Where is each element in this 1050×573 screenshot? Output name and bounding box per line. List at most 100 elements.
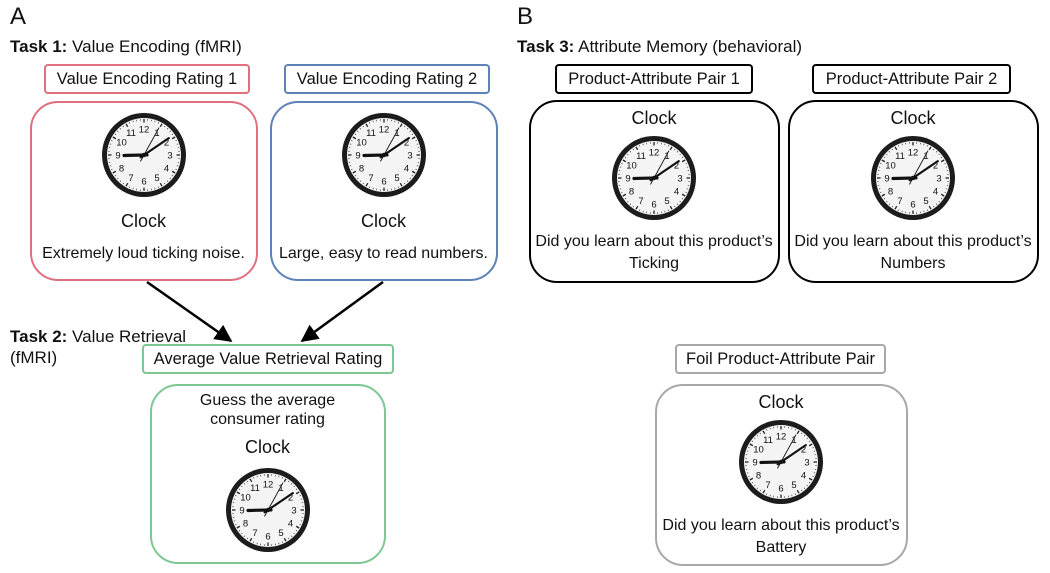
clock-numeral: 1 <box>923 151 928 162</box>
clock-tick <box>159 182 163 187</box>
clock-tick <box>669 205 673 210</box>
memory-question: Did you learn about this product’s <box>662 517 900 534</box>
clock-tick <box>933 205 935 208</box>
clock-numeral: 7 <box>252 528 257 539</box>
clock-numeral: 9 <box>115 150 120 161</box>
clock-numeral: 10 <box>626 160 637 171</box>
clock-tick <box>881 159 886 163</box>
clock-tick <box>794 428 796 431</box>
clock-tick <box>938 200 940 203</box>
clock-numeral: 1 <box>278 483 283 494</box>
clock-tick <box>879 163 882 165</box>
task2-heading: Task 2: Value Retrieval <box>10 327 186 347</box>
clock-tick <box>243 535 246 537</box>
clock-tick <box>369 186 371 189</box>
clock-tick <box>754 437 756 440</box>
clock-numeral: 5 <box>394 173 399 184</box>
clock-tick <box>293 532 295 535</box>
clock-tick <box>940 198 943 200</box>
clock-tick <box>935 151 938 153</box>
clock-numeral: 4 <box>404 163 409 174</box>
clock-numeral: 4 <box>164 163 169 174</box>
clock-tick <box>295 488 298 490</box>
clock-numeral: 4 <box>933 186 938 197</box>
clock-tick <box>766 493 768 496</box>
clock-tick <box>801 489 803 492</box>
clock-tick <box>803 435 806 437</box>
clock-tick <box>808 482 811 484</box>
clock-center <box>381 152 387 158</box>
clock-tick <box>281 476 283 479</box>
clock-tick <box>667 144 669 147</box>
task2-label: Task 2: <box>10 327 68 346</box>
clock-tick <box>749 443 754 447</box>
clock-numeral: 2 <box>164 137 169 148</box>
clock-numeral: 3 <box>936 173 941 184</box>
clock-tick <box>928 205 932 210</box>
product-name: Clock <box>244 437 290 457</box>
clock-tick <box>365 182 369 187</box>
clock-tick <box>681 198 684 200</box>
clock-tick <box>794 493 796 496</box>
clock-tick <box>354 175 357 177</box>
task3-heading: Task 3: Attribute Memory (behavioral) <box>517 37 802 57</box>
attribute-name: Numbers <box>880 255 946 272</box>
clock-numeral: 9 <box>752 457 757 468</box>
clock-tick <box>635 205 639 210</box>
clock-tick <box>350 168 353 170</box>
clock-tick <box>679 200 681 203</box>
value-encoding-rating-2-label: Value Encoding Rating 2 <box>284 64 490 94</box>
clock-tick <box>354 133 357 135</box>
clock-tick <box>894 146 898 151</box>
clock-tick <box>129 121 131 124</box>
clock-tick <box>164 182 166 185</box>
clock-numeral: 7 <box>638 196 643 207</box>
retrieval-prompt-line1: Guess the average <box>199 392 336 409</box>
clock-tick <box>762 489 766 494</box>
attribute-name: Battery <box>755 539 807 556</box>
clock-tick <box>808 443 813 447</box>
clock-tick <box>290 483 293 485</box>
clock-numeral: 7 <box>765 480 770 491</box>
clock-numeral: 8 <box>359 163 364 174</box>
clock-numeral: 9 <box>239 505 244 516</box>
clock-tick <box>944 163 947 165</box>
clock-tick <box>299 523 302 525</box>
clock-tick <box>940 156 943 158</box>
clock-numeral: 8 <box>756 470 761 481</box>
clock-numeral: 12 <box>263 479 274 490</box>
clock-tick <box>926 209 928 212</box>
clock-tick <box>112 170 117 174</box>
clock-numeral: 10 <box>753 444 764 455</box>
clock-tick <box>933 148 935 151</box>
clock-tick <box>766 428 768 431</box>
clock-tick <box>759 432 761 435</box>
clock-numeral: 5 <box>278 528 283 539</box>
clock-tick <box>627 153 629 156</box>
clock-tick <box>406 128 409 130</box>
clock-tick <box>299 495 302 497</box>
clock-tick <box>620 191 623 193</box>
clock-tick <box>411 133 414 135</box>
clock-tick <box>685 163 688 165</box>
clock-tick <box>879 191 882 193</box>
clock-tick <box>681 159 686 163</box>
clock-numeral: 7 <box>128 173 133 184</box>
clock-tick <box>171 133 174 135</box>
product-name: Clock <box>890 108 936 128</box>
clock-tick <box>635 146 639 151</box>
clock-tick <box>676 203 679 205</box>
clock-tick <box>409 177 411 180</box>
clock-tick <box>112 136 117 140</box>
clock-numeral: 6 <box>651 199 656 210</box>
clock-numeral: 1 <box>394 128 399 139</box>
clock-tick <box>290 535 293 537</box>
product-name: Clock <box>631 108 677 128</box>
